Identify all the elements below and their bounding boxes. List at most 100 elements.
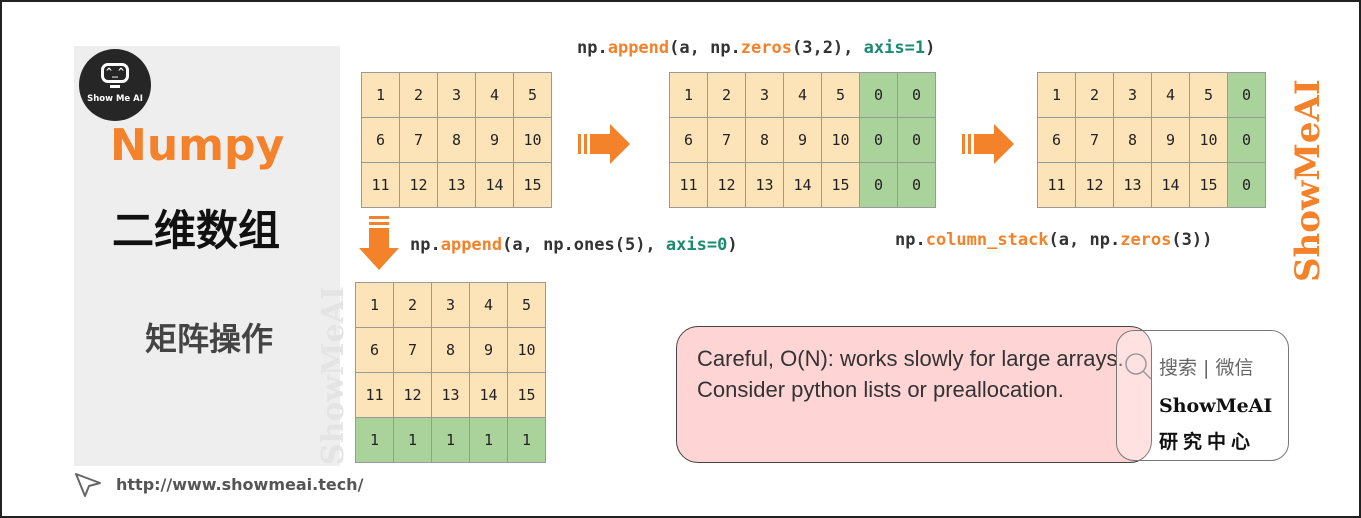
title-matrix-operation: 矩阵操作 xyxy=(145,320,274,358)
matrix-cell: 1 xyxy=(361,72,400,118)
matrix-cell: 8 xyxy=(745,117,784,163)
matrix-cell: 10 xyxy=(1189,117,1228,163)
matrix-cell-padding: 0 xyxy=(1227,162,1266,208)
matrix-cell: 12 xyxy=(707,162,746,208)
matrix-cell: 10 xyxy=(821,117,860,163)
badge-brand: ShowMeAI xyxy=(1159,395,1273,417)
matrix-cell: 14 xyxy=(469,372,508,418)
matrix-cell: 13 xyxy=(437,162,476,208)
code-token: (a, np.ones(5), xyxy=(502,235,666,255)
matrix-cell: 8 xyxy=(437,117,476,163)
matrix-cell-padding: 1 xyxy=(355,417,394,463)
logo-text: Show Me AI xyxy=(87,94,143,104)
matrix-cell: 6 xyxy=(1037,117,1076,163)
matrix-cell-padding: 1 xyxy=(431,417,470,463)
code-token: np. xyxy=(410,235,441,255)
matrix-cell: 11 xyxy=(361,162,400,208)
matrix-cell-padding: 0 xyxy=(859,117,898,163)
right-arrow-icon xyxy=(962,124,1014,164)
matrix-cell: 14 xyxy=(783,162,822,208)
matrix-cell: 6 xyxy=(355,327,394,373)
matrix-cell: 3 xyxy=(745,72,784,118)
badge-subtitle: 研究中心 xyxy=(1159,431,1256,453)
matrix-cell: 3 xyxy=(431,282,470,328)
code-append-axis1: np.append(a, np.zeros(3,2), axis=1) xyxy=(577,38,935,58)
cursor-icon xyxy=(75,473,101,497)
code-token: np. xyxy=(577,38,608,58)
matrix-cell: 4 xyxy=(469,282,508,328)
title-2d-array: 二维数组 xyxy=(112,206,281,255)
matrix-cell-padding: 1 xyxy=(469,417,508,463)
matrix-cell: 15 xyxy=(507,372,546,418)
matrix-cell: 12 xyxy=(1075,162,1114,208)
matrix-cell: 9 xyxy=(475,117,514,163)
matrix-cell: 1 xyxy=(355,282,394,328)
side-watermark: ShowMeAI xyxy=(316,286,351,465)
matrix-cell: 7 xyxy=(1075,117,1114,163)
code-token: np. xyxy=(895,230,926,250)
matrix-cell: 1 xyxy=(669,72,708,118)
matrix-cell-padding: 0 xyxy=(897,162,936,208)
matrix-cell-padding: 0 xyxy=(859,72,898,118)
code-token: axis=0 xyxy=(665,235,728,255)
matrix-cell: 2 xyxy=(707,72,746,118)
title-numpy: Numpy xyxy=(110,120,285,171)
performance-note: Careful, O(N): works slowly for large ar… xyxy=(676,326,1152,463)
code-token: axis=1 xyxy=(863,38,926,58)
search-icon xyxy=(1125,353,1152,380)
code-token: zeros xyxy=(740,38,792,58)
matrix-cell-padding: 1 xyxy=(393,417,432,463)
source-url[interactable]: http://www.showmeai.tech/ xyxy=(116,474,364,494)
matrix-cell: 14 xyxy=(475,162,514,208)
matrix-cell: 5 xyxy=(1189,72,1228,118)
matrix-cell: 13 xyxy=(745,162,784,208)
matrix-cell-padding: 0 xyxy=(1227,117,1266,163)
code-token: (3,2), xyxy=(791,38,864,58)
matrix-cell: 7 xyxy=(399,117,438,163)
matrix-cell: 6 xyxy=(669,117,708,163)
matrix-cell: 2 xyxy=(399,72,438,118)
robot-neck xyxy=(110,85,120,88)
matrix-cell: 7 xyxy=(393,327,432,373)
matrix-cell: 5 xyxy=(507,282,546,328)
matrix-cell-padding: 1 xyxy=(507,417,546,463)
code-token: append xyxy=(440,235,503,255)
matrix-cell: 11 xyxy=(355,372,394,418)
matrix-cell: 11 xyxy=(669,162,708,208)
wechat-badge: 搜索 | 微信 ShowMeAI 研究中心 xyxy=(1116,330,1289,461)
matrix-cell: 12 xyxy=(393,372,432,418)
code-column-stack: np.column_stack(a, np.zeros(3)) xyxy=(895,230,1212,250)
matrix-cell: 8 xyxy=(1113,117,1152,163)
matrix-cell: 10 xyxy=(507,327,546,373)
down-arrow-icon xyxy=(359,216,399,270)
matrix-cell: 15 xyxy=(821,162,860,208)
matrix-cell-padding: 0 xyxy=(859,162,898,208)
code-token: ) xyxy=(925,38,936,58)
matrix-cell-padding: 0 xyxy=(1227,72,1266,118)
matrix-cell: 11 xyxy=(1037,162,1076,208)
code-token: append xyxy=(607,38,670,58)
code-token: column_stack xyxy=(925,230,1049,250)
code-token: (a, np. xyxy=(669,38,741,58)
matrix-cell: 2 xyxy=(1075,72,1114,118)
matrix-cell: 15 xyxy=(1189,162,1228,208)
matrix-cell: 12 xyxy=(399,162,438,208)
badge-search-label: 搜索 | 微信 xyxy=(1159,357,1254,379)
matrix-cell: 7 xyxy=(707,117,746,163)
url-row[interactable]: http://www.showmeai.tech/ xyxy=(72,470,363,498)
right-arrow-icon xyxy=(578,124,630,164)
matrix-cell: 3 xyxy=(437,72,476,118)
